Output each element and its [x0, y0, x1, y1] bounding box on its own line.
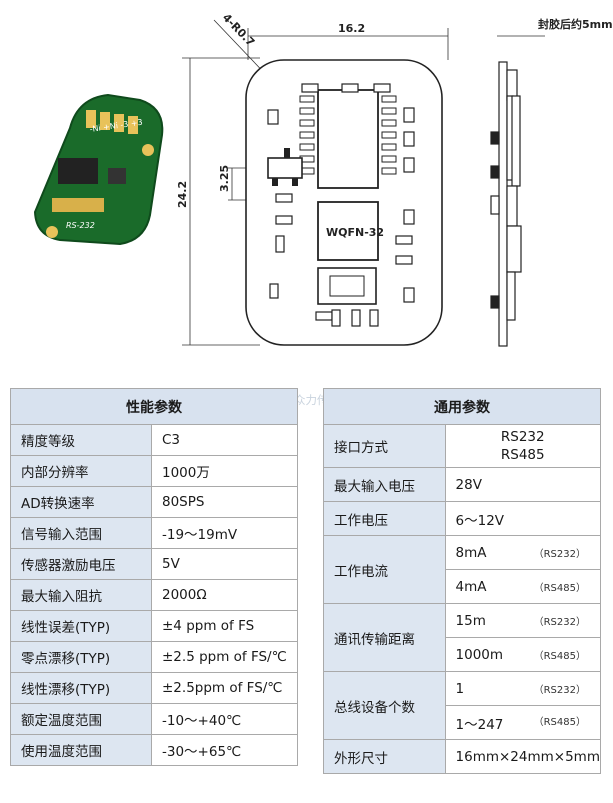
- param-value: ±2.5ppm of FS/℃: [151, 672, 298, 704]
- param-value: ±2.5 ppm of FS/℃: [151, 641, 298, 673]
- param-value: 80SPS: [151, 486, 298, 518]
- table-row: 外形尺寸 16mm×24mm×5mm: [323, 739, 602, 774]
- param-name: 额定温度范围: [10, 703, 152, 735]
- param-name: 传感器激励电压: [10, 548, 152, 580]
- param-name: 线性误差(TYP): [10, 610, 152, 642]
- value-text: 8mA: [455, 544, 487, 561]
- param-name: 通讯传输距离: [323, 603, 446, 672]
- value-note: （RS485）: [533, 582, 586, 594]
- value-text: 1～247: [455, 716, 504, 733]
- chip-label: WQFN-32: [326, 226, 384, 239]
- param-value: -10～+40℃: [151, 703, 298, 735]
- param-value: 1～247 （RS485）: [444, 705, 602, 740]
- param-name: 使用温度范围: [10, 734, 152, 766]
- param-value: -19～19mV: [151, 517, 298, 549]
- param-value: 2000Ω: [151, 579, 298, 611]
- value-note: （RS232）: [533, 548, 586, 560]
- param-name: 外形尺寸: [323, 739, 446, 774]
- table-row: 线性漂移(TYP)±2.5ppm of FS/℃: [10, 672, 298, 704]
- param-name: 接口方式: [323, 424, 446, 468]
- param-value: 16mm×24mm×5mm: [444, 739, 602, 774]
- param-value: RS232 RS485: [444, 424, 602, 468]
- performance-title: 性能参数: [10, 388, 298, 425]
- param-value: 1 （RS232）: [444, 671, 602, 706]
- table-row: 零点漂移(TYP)±2.5 ppm of FS/℃: [10, 641, 298, 673]
- param-name: 工作电流: [323, 535, 446, 604]
- value-note: （RS485）: [533, 650, 586, 662]
- param-value: 4mA （RS485）: [444, 569, 602, 604]
- param-value: 5V: [151, 548, 298, 580]
- table-row: 使用温度范围-30～+65℃: [10, 734, 298, 766]
- param-value: 28V: [444, 467, 602, 502]
- value-text: 1000m: [455, 646, 504, 663]
- table-row: 工作电压 6～12V: [323, 501, 602, 536]
- table-row: 信号输入范围-19～19mV: [10, 517, 298, 549]
- value-text: 15m: [455, 612, 486, 629]
- param-name: 精度等级: [10, 424, 152, 456]
- table-row: 总线设备个数 1 （RS232）: [323, 671, 602, 740]
- table-row: 线性误差(TYP)±4 ppm of FS: [10, 610, 298, 642]
- param-value: C3: [151, 424, 298, 456]
- dim-width: 16.2: [338, 22, 365, 35]
- param-name: 信号输入范围: [10, 517, 152, 549]
- table-row: 额定温度范围-10～+40℃: [10, 703, 298, 735]
- photo-interface-label: RS-232: [66, 221, 95, 230]
- param-value: 15m （RS232）: [444, 603, 602, 638]
- param-name: 最大输入电压: [323, 467, 446, 502]
- param-value: 8mA （RS232）: [444, 535, 602, 570]
- param-name: AD转换速率: [10, 486, 152, 518]
- value-note: （RS232）: [533, 616, 586, 628]
- table-row: 1000m （RS485）: [324, 637, 602, 672]
- param-name: 工作电压: [323, 501, 446, 536]
- param-name: 最大输入阻抗: [10, 579, 152, 611]
- param-value: ±4 ppm of FS: [151, 610, 298, 642]
- interface-value-1: RS232: [500, 429, 545, 445]
- param-name: 零点漂移(TYP): [10, 641, 152, 673]
- table-row: 最大输入电压 28V: [323, 467, 602, 502]
- param-value: 1000万: [151, 455, 298, 487]
- technical-drawing: -Ni +Ni -3 +3 RS-232 16.2 24.2 3.25 4-R0…: [33, 11, 613, 347]
- value-note: （RS232）: [533, 684, 586, 696]
- table-row: 通讯传输距离 15m （RS232）: [323, 603, 602, 672]
- value-text: 1: [455, 680, 465, 697]
- general-table: 通用参数 接口方式 RS232 RS485 最大输入电压 28V 工作电压 6～…: [323, 388, 602, 774]
- dim-height: 24.2: [176, 181, 189, 208]
- dim-radius: 4-R0.7: [220, 11, 257, 49]
- param-value: -30～+65℃: [151, 734, 298, 766]
- param-name: 内部分辨率: [10, 455, 152, 487]
- table-row: 工作电流 8mA （RS232）: [323, 535, 602, 604]
- general-title: 通用参数: [323, 388, 601, 425]
- param-value: 1000m （RS485）: [444, 637, 602, 672]
- value-note: （RS485）: [533, 716, 586, 728]
- dim-offset: 3.25: [218, 165, 231, 192]
- pcb-photo: -Ni +Ni -3 +3 RS-232: [33, 93, 164, 246]
- interface-value-2: RS485: [500, 447, 545, 463]
- table-row: 接口方式 RS232 RS485: [323, 424, 602, 468]
- value-text: 4mA: [455, 578, 487, 595]
- side-view: [490, 61, 522, 347]
- param-name: 总线设备个数: [323, 671, 446, 740]
- param-value: 6～12V: [444, 501, 602, 536]
- side-note: 封胶后约5mm: [538, 17, 613, 31]
- param-name: 线性漂移(TYP): [10, 672, 152, 704]
- table-row: 1～247 （RS485）: [324, 705, 602, 740]
